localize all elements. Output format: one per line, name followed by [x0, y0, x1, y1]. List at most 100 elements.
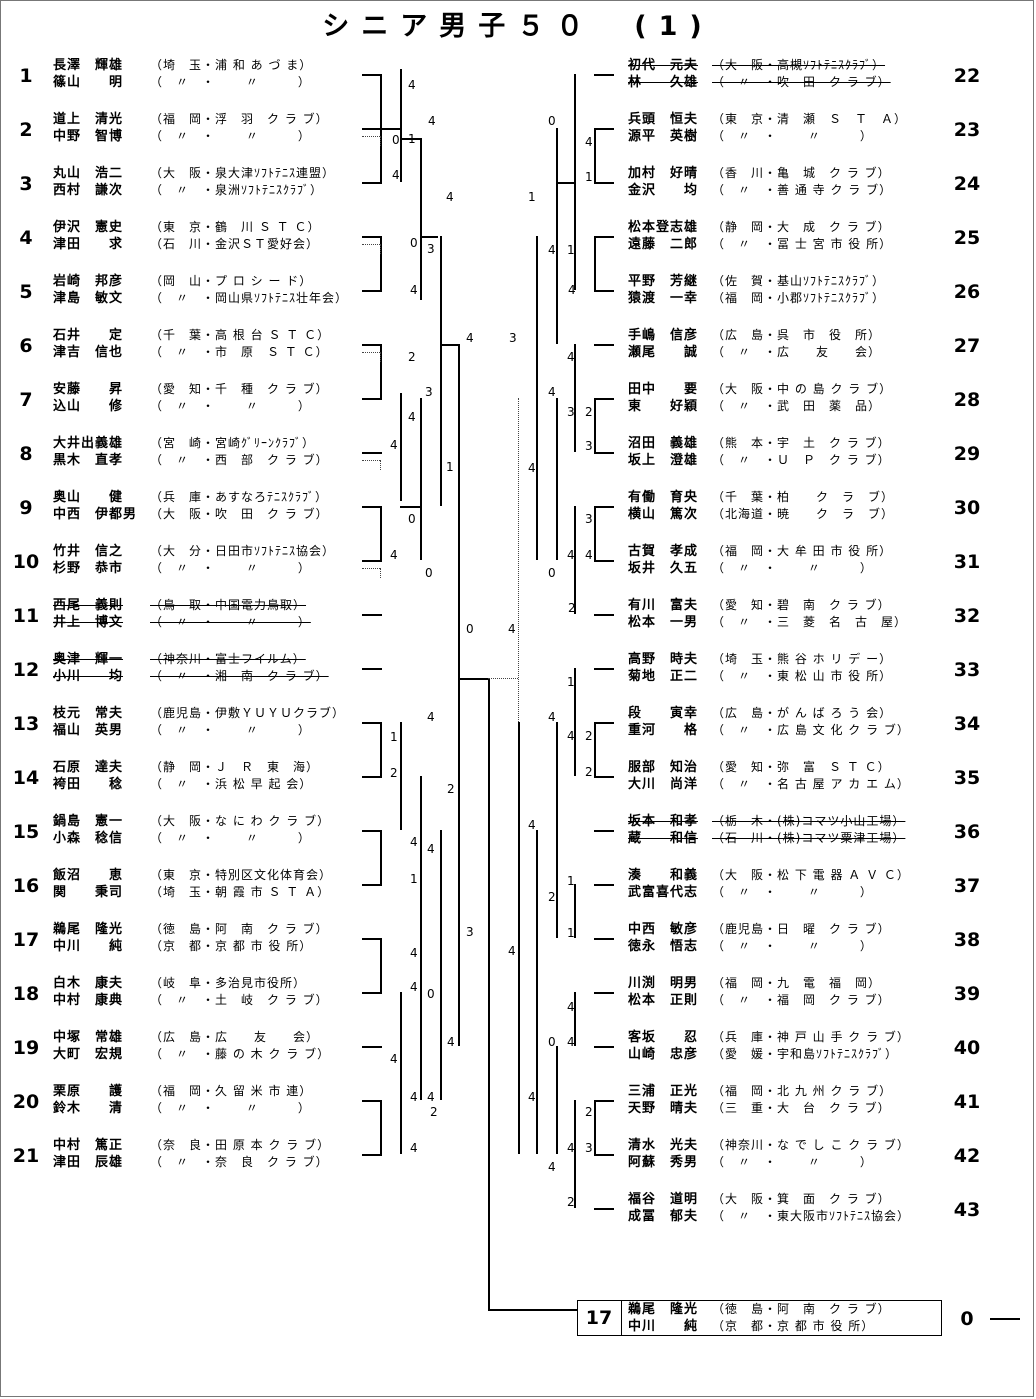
bracket-line	[400, 506, 420, 508]
player-name: 有働 育央	[628, 490, 699, 505]
match-score: 4	[447, 1035, 455, 1049]
player-name: 湊 和義	[628, 868, 699, 883]
player-affiliation: （鹿児島・伊敷ＹＵＹＵクラブ）	[150, 706, 346, 720]
bracket-line	[362, 938, 382, 940]
player-name: 小川 均	[53, 669, 124, 684]
player-affiliation: （静 岡・大 成 ク ラ ブ）	[712, 220, 891, 234]
bracket-line	[574, 1100, 576, 1208]
bracket-line	[440, 830, 442, 1100]
bracket-line	[380, 460, 381, 470]
match-score: 4	[567, 1141, 575, 1155]
entry-number: 15	[12, 821, 40, 843]
player-name: 清水 光夫	[628, 1138, 699, 1153]
bracket-line	[594, 830, 614, 832]
bracket-line	[594, 236, 596, 290]
bracket-line	[380, 352, 381, 362]
champion-score: 0	[960, 1308, 974, 1330]
champion-affiliation1: （徳 島・阿 南 ク ラ ブ）	[712, 1302, 891, 1316]
bracket-line	[574, 668, 576, 776]
player-name: 西村 謙次	[53, 183, 124, 198]
player-name: 伊沢 憲史	[53, 220, 124, 235]
match-score: 0	[408, 512, 416, 526]
player-affiliation: （鹿児島・日 曜 ク ラ ブ）	[712, 922, 891, 936]
player-name: 客坂 忍	[628, 1030, 699, 1045]
bracket-line	[380, 1100, 382, 1154]
entry-number: 16	[12, 875, 40, 897]
bracket-line	[440, 344, 458, 346]
match-score: 4	[568, 283, 576, 297]
player-affiliation: （大 阪・な に わ ク ラ ブ）	[150, 814, 331, 828]
player-name: 川渕 明男	[628, 976, 699, 991]
bracket-line	[362, 722, 382, 724]
player-affiliation: （広 島・広 友 会）	[150, 1030, 320, 1044]
player-name: 中西 伊都男	[53, 507, 138, 522]
player-affiliation: （奈 良・田 原 本 ク ラ ブ）	[150, 1138, 331, 1152]
match-score: 4	[390, 548, 398, 562]
match-score: 4	[410, 980, 418, 994]
player-name: 菊地 正二	[628, 669, 699, 684]
bracket-line	[594, 182, 614, 184]
champion-affiliation2: （京 都・京 都 市 役 所）	[712, 1319, 875, 1333]
entry-number: 8	[19, 443, 33, 465]
player-affiliation: （ 〃 ・ 〃 ）	[150, 1101, 311, 1115]
player-name: 松本 正則	[628, 993, 699, 1008]
match-score: 1	[567, 675, 575, 689]
bracket-line	[362, 668, 382, 670]
bracket-line	[362, 398, 382, 400]
player-affiliation: （福 岡・九 電 福 岡）	[712, 976, 882, 990]
bracket-line	[574, 992, 576, 1046]
player-name: 加村 好晴	[628, 166, 699, 181]
bracket-line	[362, 776, 382, 778]
bracket-line	[594, 506, 614, 508]
player-affiliation: （大 阪・吹 田 ク ラ ブ）	[150, 507, 329, 521]
bracket-line	[594, 128, 596, 182]
bracket-line	[400, 69, 402, 182]
player-name: 瀬尾 誠	[628, 345, 699, 360]
bracket-line	[380, 830, 382, 884]
match-score: 0	[548, 114, 556, 128]
match-score: 0	[410, 236, 418, 250]
player-affiliation: （福 岡・北 九 州 ク ラ ブ）	[712, 1084, 893, 1098]
entry-number: 17	[12, 929, 40, 951]
player-name: 田中 要	[628, 382, 699, 397]
player-name: 蔵 和信	[628, 831, 699, 846]
player-affiliation: （愛 知・弥 富 Ｓ Ｔ Ｃ）	[712, 760, 891, 774]
entry-number: 31	[953, 551, 981, 573]
player-affiliation: （ 〃 ・ 〃 ）	[150, 831, 311, 845]
player-name: 井上 博文	[53, 615, 124, 630]
bracket-line	[594, 398, 596, 452]
player-affiliation: （大 阪・箕 面 ク ラ ブ）	[712, 1192, 891, 1206]
player-name: 武富喜代志	[628, 885, 699, 900]
bracket-line	[362, 128, 382, 130]
player-affiliation: （神奈川・富士フイルム）	[150, 652, 306, 666]
player-affiliation: （ 〃 ・武 田 薬 品）	[712, 399, 882, 413]
champion-box	[577, 1300, 942, 1336]
bracket-line	[556, 1046, 558, 1154]
bracket-line	[574, 236, 576, 290]
match-score: 4	[390, 438, 398, 452]
player-affiliation: （ 〃 ・吹 田 ク ラ ブ）	[712, 75, 891, 89]
bracket-line	[362, 244, 380, 245]
player-name: 津吉 信也	[53, 345, 124, 360]
bracket-line	[362, 992, 382, 994]
match-score: 1	[567, 874, 575, 888]
player-affiliation: （鳥 取・中国電力鳥取）	[150, 598, 307, 612]
player-affiliation: （ 〃 ・広 友 会）	[712, 345, 882, 359]
bracket-line	[458, 722, 460, 1046]
player-name: 大町 宏規	[53, 1047, 124, 1062]
player-affiliation: （ 〃 ・市 原 Ｓ Ｔ Ｃ）	[150, 345, 329, 359]
match-score: 3	[509, 331, 517, 345]
bracket-line	[594, 722, 614, 724]
player-name: 松本 一男	[628, 615, 699, 630]
player-affiliation: （福 岡・大 牟 田 市 役 所）	[712, 544, 893, 558]
player-name: 篠山 明	[53, 75, 124, 90]
entry-number: 13	[12, 713, 40, 735]
player-name: 坂井 久五	[628, 561, 699, 576]
match-score: 0	[466, 622, 474, 636]
player-affiliation: （北海道・暁 ク ラ ブ）	[712, 507, 895, 521]
player-affiliation: （愛 媛・宇和島ｿﾌﾄﾃﾆｽｸﾗﾌﾞ）	[712, 1047, 899, 1061]
bracket-line	[594, 614, 614, 616]
entry-number: 42	[953, 1145, 981, 1167]
bracket-line	[362, 460, 380, 461]
